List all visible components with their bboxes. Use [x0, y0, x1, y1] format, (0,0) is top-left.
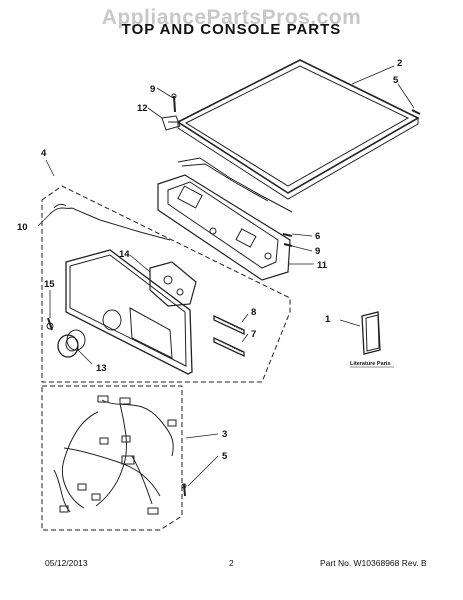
callout-7: 7: [251, 329, 256, 340]
callout-10: 10: [17, 222, 28, 233]
screw-5-bottom: [181, 483, 187, 497]
literature-booklet: [361, 311, 381, 355]
footer-page-number: 2: [229, 558, 234, 568]
callout-6: 6: [315, 231, 320, 242]
callout-8: 8: [251, 307, 256, 318]
top-panel: [176, 59, 420, 200]
control-board-14: [149, 261, 197, 307]
console-bracket: [157, 174, 291, 281]
callout-12: 12: [137, 103, 148, 114]
callout-11: 11: [317, 260, 328, 271]
clip-12: [161, 115, 181, 131]
callout-1: 1: [325, 314, 331, 325]
footer-part-number: Part No. W10368968 Rev. B: [320, 558, 427, 568]
strip-8: [213, 314, 245, 336]
callout-9-top: 9: [150, 84, 155, 95]
watermark: AppliancePartsPros.com: [101, 6, 362, 29]
screw-15: [46, 317, 54, 331]
footer-date: 05/12/2013: [45, 558, 88, 568]
top-wire-harness: [177, 157, 293, 213]
console-harness-10: [49, 203, 171, 241]
callout-3: 3: [222, 429, 227, 440]
screw-5-top: [411, 109, 421, 115]
screw-9-top: [171, 93, 177, 113]
callout-2: 2: [397, 58, 402, 69]
literature-parts-label: Literature Parts: [350, 361, 391, 367]
callout-4: 4: [41, 148, 47, 159]
strip-7: [213, 336, 245, 358]
callout-5-bottom: 5: [222, 451, 228, 462]
main-wire-harness: [53, 395, 177, 515]
control-knob: [57, 329, 86, 358]
callout-13: 13: [96, 363, 107, 374]
callout-15: 15: [44, 279, 55, 290]
page-title: TOP AND CONSOLE PARTS: [121, 21, 342, 38]
control-console: [65, 249, 193, 375]
callout-9-right: 9: [315, 246, 320, 257]
screw-6: [282, 233, 293, 237]
leader-lines: [37, 65, 415, 487]
main-harness-boundary: [41, 385, 183, 531]
callout-14: 14: [119, 249, 130, 260]
console-assembly-boundary: [41, 185, 291, 383]
screw-9-right: [283, 243, 293, 247]
callout-5-top: 5: [393, 75, 399, 86]
